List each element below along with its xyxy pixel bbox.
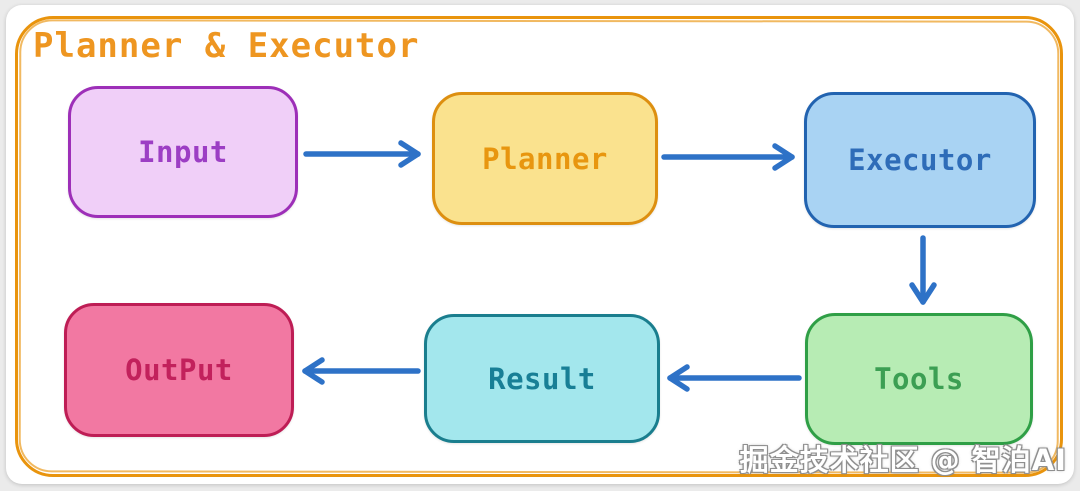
node-label-tools: Tools: [874, 362, 964, 396]
watermark: 掘金技术社区 @ 智泊AI: [739, 443, 1067, 477]
node-label-output: OutPut: [125, 353, 233, 387]
node-executor: Executor: [804, 92, 1036, 228]
node-label-executor: Executor: [848, 143, 992, 177]
diagram-title: Planner & Executor: [33, 26, 420, 66]
node-input: Input: [68, 86, 298, 218]
node-result: Result: [424, 314, 660, 443]
node-planner: Planner: [432, 92, 658, 225]
node-output: OutPut: [64, 303, 294, 437]
node-label-input: Input: [138, 135, 228, 169]
diagram-frame: [15, 16, 1063, 477]
node-label-planner: Planner: [482, 141, 608, 176]
node-tools: Tools: [805, 313, 1033, 445]
node-label-result: Result: [488, 361, 596, 396]
